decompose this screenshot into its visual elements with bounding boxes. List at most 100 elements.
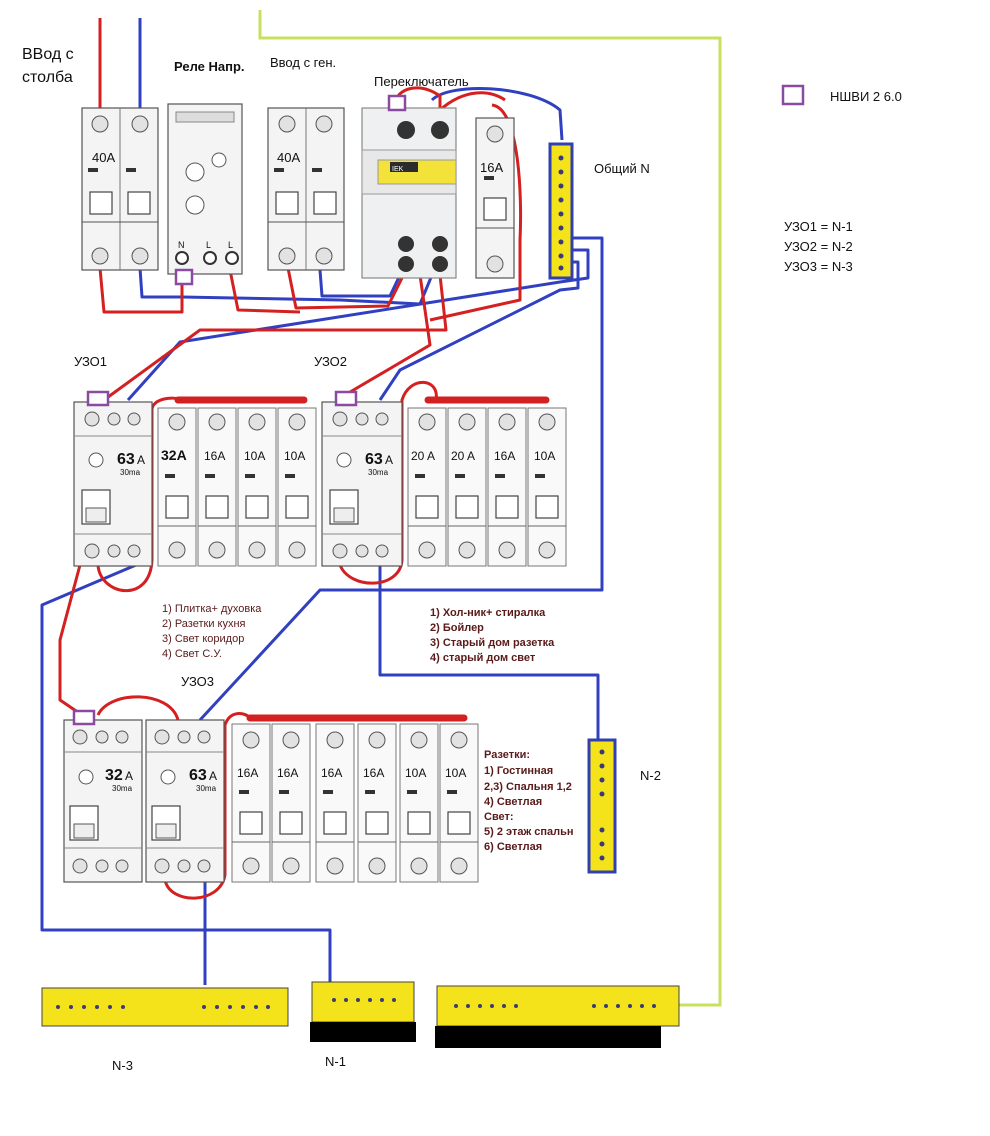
single-breaker-rating: 16A — [480, 160, 503, 175]
rcd3a-device: 32 A 30ma — [63, 719, 143, 883]
mapping-line-3: УЗО3 = N-3 — [784, 259, 853, 274]
group1-notes: 1) Плитка+ духовка 2) Разетки кухня 3) С… — [162, 603, 262, 660]
ferrule-switch — [387, 94, 407, 112]
rcd3a-amp-unit: A — [125, 769, 133, 783]
single-16a-breaker: 16A — [475, 117, 515, 279]
group1-breakers: 32A 16A 10A 10A — [157, 407, 317, 567]
rcd2-amp: 63 — [365, 451, 383, 468]
switch-label: Переключатель — [374, 74, 469, 89]
group3-breakers: 16A 16A 16A 16A — [231, 723, 479, 883]
ground-bar — [435, 985, 680, 1048]
note1-line-1: 1) Плитка+ духовка — [162, 603, 262, 615]
rcd3b-device: 63 A 30ma — [145, 719, 225, 883]
group3-breaker-1: 16A — [231, 723, 271, 883]
rcd1-amp: 63 — [117, 451, 135, 468]
group2-breaker-3: 16A — [487, 407, 527, 567]
note2-line-2: 2) Бойлер — [430, 622, 484, 634]
note3-line-6: 5) 2 этаж спальн — [484, 826, 574, 838]
note1-line-3: 3) Свет коридор — [162, 633, 244, 645]
group2-notes: 1) Хол-ник+ стиралка 2) Бойлер 3) Старый… — [430, 607, 555, 664]
group2-rating-1: 20 A — [411, 449, 435, 463]
group3-breaker-6: 10A — [439, 723, 479, 883]
n3-label: N-3 — [112, 1058, 133, 1073]
red-wires — [58, 18, 523, 900]
ferrule-rcd1 — [86, 390, 110, 407]
group2-rating-2: 20 A — [451, 449, 475, 463]
note3-line-5: Свет: — [484, 811, 514, 823]
gen-input-label: Ввод с ген. — [270, 55, 336, 70]
rcd3a-amp: 32 — [105, 767, 123, 784]
ferrule-rcd2 — [334, 390, 358, 407]
relay-terminal-l1: L — [206, 240, 211, 250]
note1-line-4: 4) Свет С.У. — [162, 648, 222, 660]
pole-input-label-1: ВВод с — [22, 46, 74, 63]
rcd3-label: УЗО3 — [181, 674, 214, 689]
generator-input-breaker: 40A — [267, 107, 345, 271]
n2-bar — [587, 738, 617, 874]
rcd2-ma: 30ma — [368, 468, 389, 477]
n3-bar — [41, 987, 289, 1027]
group3-notes: Разетки: 1) Гостинная 2,3) Спальня 1,2 4… — [484, 749, 574, 853]
n1-label: N-1 — [325, 1054, 346, 1069]
group3-rating-6: 10A — [445, 766, 466, 780]
relay-terminal-n: N — [178, 240, 185, 250]
group3-breaker-2: 16A — [271, 723, 311, 883]
rcd2-amp-unit: A — [385, 453, 393, 467]
legend-ferrule-icon — [781, 84, 805, 106]
pole-input-label-2: столба — [22, 69, 73, 86]
changeover-switch: IEK — [361, 107, 457, 279]
group1-breaker-1: 32A — [157, 407, 197, 567]
note3-line-7: 6) Светлая — [484, 841, 542, 853]
group2-breaker-4: 10A — [527, 407, 567, 567]
n1-bar — [310, 981, 416, 1042]
rcd1-amp-unit: A — [137, 453, 145, 467]
green-ground-wire — [258, 10, 722, 1007]
rcd1-label: УЗО1 — [74, 354, 107, 369]
ferrule-rcd3 — [72, 709, 96, 726]
group3-breaker-5: 10A — [399, 723, 439, 883]
rcd2-label: УЗО2 — [314, 354, 347, 369]
common-n-bar — [548, 142, 574, 280]
rcd3a-ma: 30ma — [112, 784, 133, 793]
group3-rating-3: 16A — [321, 766, 342, 780]
rcd1-ma: 30ma — [120, 468, 141, 477]
relay-label: Реле Напр. — [174, 59, 245, 74]
relay-terminal-l2: L — [228, 240, 233, 250]
n2-label: N-2 — [640, 768, 661, 783]
group3-breaker-4: 16A — [357, 723, 397, 883]
note2-line-1: 1) Хол-ник+ стиралка — [430, 607, 546, 619]
common-n-label: Общий N — [594, 161, 650, 176]
mapping-line-2: УЗО2 = N-2 — [784, 239, 853, 254]
group3-rating-5: 10A — [405, 766, 426, 780]
group2-breakers: 20 A 20 A 16A 10A — [407, 407, 567, 567]
group3-breaker-3: 16A — [315, 723, 355, 883]
note3-line-4: 4) Светлая — [484, 796, 542, 808]
ferrule-relay — [174, 268, 194, 286]
note3-line-1: Разетки: — [484, 749, 530, 761]
group1-rating-4: 10A — [284, 449, 305, 463]
pole-input-rating: 40A — [92, 150, 115, 165]
legend-ferrule-text: НШВИ 2 6.0 — [830, 89, 902, 104]
group3-rating-1: 16A — [237, 766, 258, 780]
group1-breaker-3: 10A — [237, 407, 277, 567]
note3-line-3: 2,3) Спальня 1,2 — [484, 781, 572, 793]
group1-rating-2: 16A — [204, 449, 225, 463]
group2-rating-4: 10A — [534, 449, 555, 463]
group1-rating-3: 10A — [244, 449, 265, 463]
group1-rating-1: 32A — [161, 447, 187, 463]
note3-line-2: 1) Гостинная — [484, 765, 553, 777]
pole-input-breaker: 40A — [81, 107, 159, 271]
rcd2-device: 63 A 30ma — [321, 401, 403, 567]
note1-line-2: 2) Разетки кухня — [162, 618, 246, 630]
rcd3b-amp: 63 — [189, 767, 207, 784]
group3-rating-4: 16A — [363, 766, 384, 780]
note2-line-3: 3) Старый дом разетка — [430, 637, 555, 649]
group1-breaker-4: 10A — [277, 407, 317, 567]
voltage-relay: N L L — [167, 103, 243, 275]
rcd3b-ma: 30ma — [196, 784, 217, 793]
rcd1-device: 63 A 30ma — [73, 401, 153, 567]
group1-breaker-2: 16A — [197, 407, 237, 567]
group3-rating-2: 16A — [277, 766, 298, 780]
gen-input-rating: 40A — [277, 150, 300, 165]
